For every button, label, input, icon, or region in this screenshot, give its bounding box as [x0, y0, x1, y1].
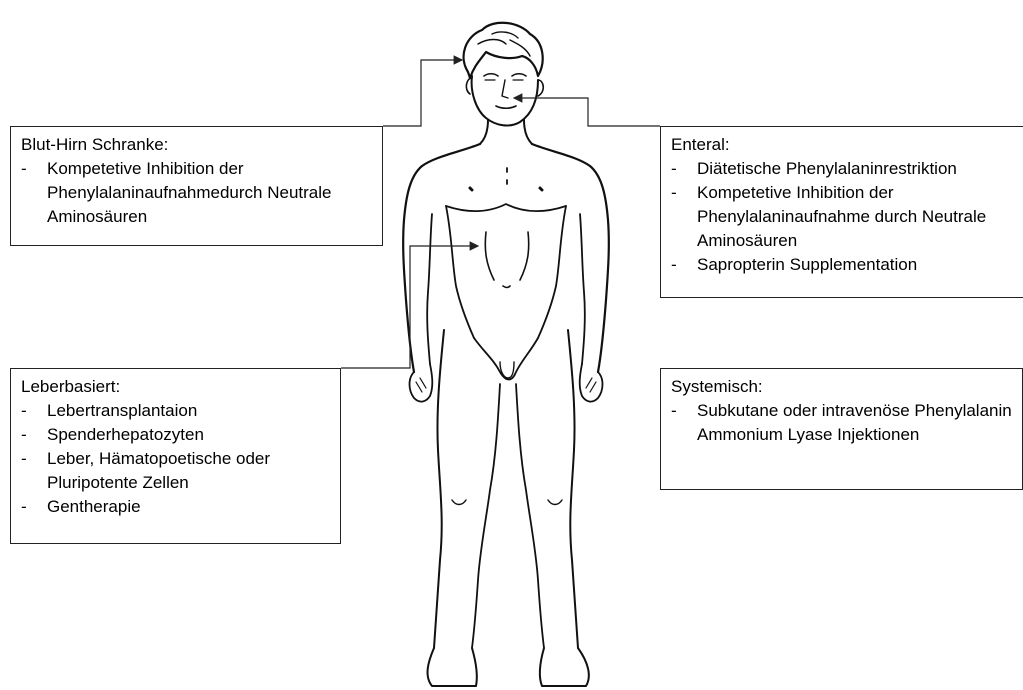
- box-enteral: Enteral: Diätetische Phenylalaninrestrik…: [660, 126, 1023, 298]
- list-item: Gentherapie: [21, 495, 347, 519]
- torso-left: [446, 206, 474, 338]
- box-title: Leberbasiert:: [21, 375, 332, 399]
- left-inner-arm: [427, 214, 432, 364]
- right-shoulder: [532, 144, 609, 372]
- list-item: Spenderhepatozyten: [21, 423, 347, 447]
- box-list: Subkutane oder intravenöse Phenylalanin …: [671, 399, 1014, 447]
- list-item: Diätetische Phenylalaninrestriktion: [671, 157, 1023, 181]
- neck: [480, 120, 532, 144]
- list-item: Kompetetive Inhibition der Phenylalanina…: [671, 181, 1023, 253]
- list-item: Sapropterin Supplementation: [671, 253, 1023, 277]
- hair: [464, 23, 543, 78]
- abdomen: [485, 232, 528, 288]
- box-liver-based: Leberbasiert: Lebertransplantaion Spende…: [10, 368, 341, 544]
- eyes: [484, 74, 526, 76]
- chest: [446, 204, 566, 211]
- connector-enteral: [514, 98, 660, 126]
- nose: [502, 80, 508, 98]
- human-figure: [403, 23, 609, 686]
- right-inner-arm: [580, 214, 585, 364]
- right-leg-outer: [568, 330, 578, 648]
- left-foot: [428, 648, 477, 686]
- list-item: Lebertransplantaion: [21, 399, 347, 423]
- left-leg-inner: [472, 384, 500, 648]
- connector-lines: [341, 60, 660, 368]
- groin: [474, 338, 538, 380]
- mouth: [496, 106, 516, 108]
- list-item: Subkutane oder intravenöse Phenylalanin …: [671, 399, 1017, 447]
- list-item: Leber, Hämatopoetische oder Pluripotente…: [21, 447, 347, 495]
- box-list: Kompetetive Inhibition der Phenylalanina…: [21, 157, 374, 229]
- connector-bbb: [383, 60, 462, 126]
- box-title: Systemisch:: [671, 375, 1014, 399]
- list-item: Kompetetive Inhibition der Phenylalanina…: [21, 157, 367, 229]
- box-title: Blut-Hirn Schranke:: [21, 133, 374, 157]
- left-shoulder: [403, 144, 480, 372]
- torso-right: [538, 206, 566, 338]
- box-systemic: Systemisch: Subkutane oder intravenöse P…: [660, 368, 1023, 490]
- left-leg-outer: [434, 330, 444, 648]
- box-list: Lebertransplantaion Spenderhepatozyten L…: [21, 399, 332, 519]
- box-list: Diätetische Phenylalaninrestriktion Komp…: [671, 157, 1023, 277]
- box-title: Enteral:: [671, 133, 1023, 157]
- connector-liver: [341, 246, 478, 368]
- right-foot: [540, 648, 589, 686]
- box-blood-brain-barrier: Blut-Hirn Schranke: Kompetetive Inhibiti…: [10, 126, 383, 246]
- right-leg-inner: [516, 384, 544, 648]
